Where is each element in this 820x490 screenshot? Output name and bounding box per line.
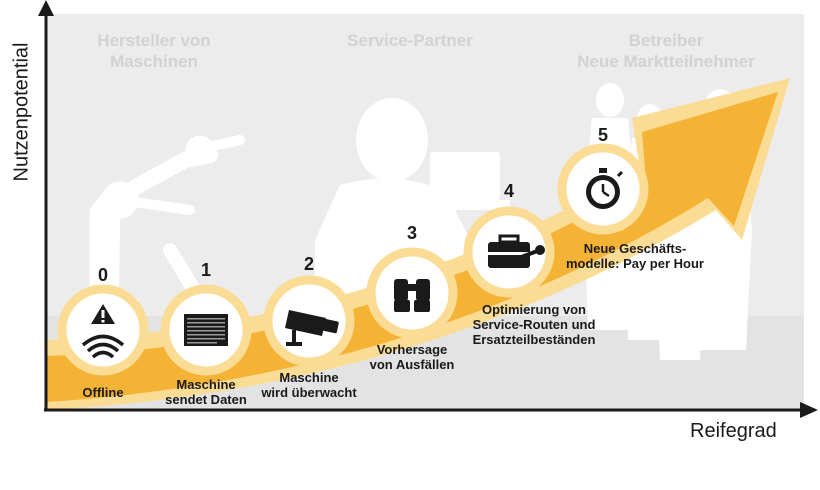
warning-wifi-icon — [81, 304, 125, 359]
group-label-service-partner: Service-Partner — [347, 31, 473, 50]
binary-data-icon — [184, 314, 228, 346]
x-axis-arrowhead — [800, 402, 818, 418]
stage-label-5: Neue Geschäfts- modelle: Pay per Hour — [566, 241, 704, 271]
stage-label-2: Maschine wird überwacht — [261, 370, 357, 400]
toolbox-icon — [488, 234, 545, 268]
stage-label-0: Offline — [82, 385, 124, 400]
stage-number-3: 3 — [406, 223, 417, 243]
x-axis-label: Reifegrad — [690, 420, 777, 442]
security-camera-icon — [285, 310, 339, 346]
stage-label-4: Optimierung von Service-Routen und Ersat… — [472, 302, 596, 347]
y-axis-arrowhead — [38, 0, 54, 16]
stage-number-5: 5 — [597, 125, 608, 145]
y-axis-label: Nutzenpotential — [10, 42, 33, 182]
group-label-manufacturer: Hersteller von Maschinen — [97, 31, 211, 71]
stage-label-1: Maschine sendet Daten — [165, 377, 247, 407]
stage-number-0: 0 — [97, 265, 108, 285]
stopwatch-icon — [586, 168, 624, 209]
group-label-operator: Betreiber Neue Marktteilnehmer — [577, 31, 755, 71]
binoculars-icon — [394, 279, 430, 312]
stage-label-3: Vorhersage von Ausfällen — [369, 342, 455, 372]
stage-number-1: 1 — [200, 260, 211, 280]
axes — [38, 0, 818, 418]
stage-circle-0 — [57, 284, 149, 376]
stage-number-4: 4 — [503, 181, 514, 201]
stage-circle-3 — [366, 247, 458, 339]
stage-number-2: 2 — [303, 254, 314, 274]
